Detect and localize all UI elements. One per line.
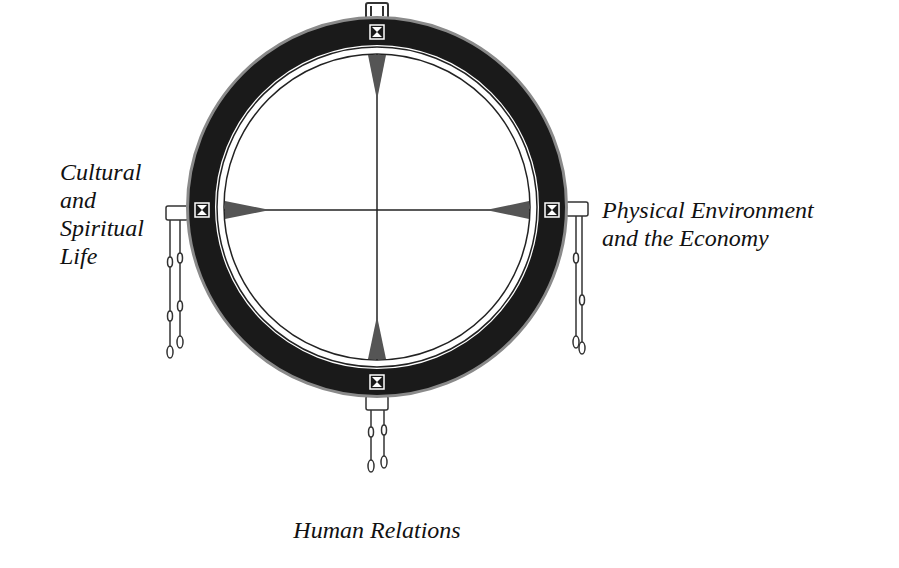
cross-triangle [368, 316, 386, 359]
cross-triangle [486, 201, 529, 219]
wheel-bracket [166, 206, 188, 220]
string-bead [168, 257, 173, 267]
string-bead [382, 425, 387, 435]
string-bead [177, 336, 183, 348]
string-bead [178, 253, 183, 263]
hanging-string [169, 220, 171, 355]
wheel-inner-ring [224, 54, 530, 360]
hanging-strings [566, 202, 588, 354]
wheel-bracket [382, 6, 384, 16]
hanging-string [575, 216, 577, 345]
ring-square [547, 205, 557, 215]
string-bead [579, 342, 585, 354]
section-label: Cultural and Spiritual Life [60, 158, 160, 270]
string-bead [580, 295, 585, 305]
string-bead [573, 336, 579, 348]
hanging-strings [366, 396, 388, 472]
ring-square [370, 375, 384, 389]
ring-square [197, 205, 207, 215]
ring-square [372, 377, 382, 387]
section-label: Physical Environment and the Economy [602, 196, 838, 252]
ring-square [370, 25, 384, 39]
cross-triangle [368, 55, 386, 100]
wheel-bracket [366, 396, 388, 410]
ring-square [372, 27, 382, 37]
wheel-inner-ring [217, 47, 537, 367]
string-bead [381, 456, 387, 468]
ring-square [195, 203, 209, 217]
section-label: Human Relations [227, 516, 527, 544]
hanging-strings [166, 206, 188, 358]
string-bead [167, 346, 173, 358]
string-bead [168, 311, 173, 321]
ring-square [545, 203, 559, 217]
wheel-bracket [566, 202, 588, 216]
string-bead [178, 301, 183, 311]
cross-triangle [225, 201, 270, 219]
hanging-string [581, 216, 583, 350]
wheel-band [202, 32, 552, 382]
string-bead [369, 427, 374, 437]
hanging-string [179, 220, 181, 345]
ring-square [195, 25, 559, 389]
wheel-rim [188, 18, 566, 396]
wheel-bracket [370, 6, 372, 16]
string-bead [368, 460, 374, 472]
string-bead [574, 253, 579, 263]
